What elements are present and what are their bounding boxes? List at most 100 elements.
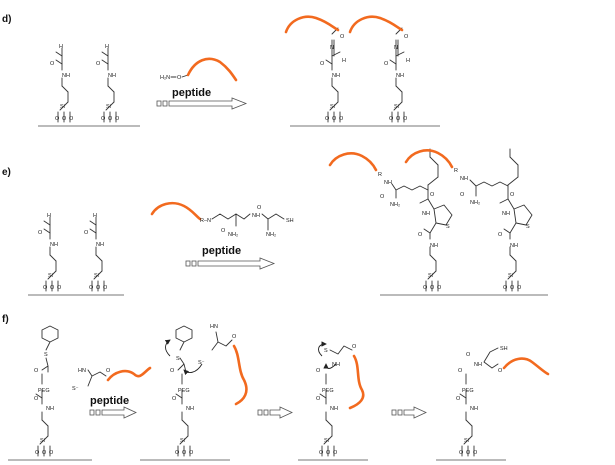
atom-label: S⁻ [198,360,205,366]
atom-label: PEG [462,388,474,394]
electron-arrow [323,363,337,369]
atom-label: O [257,205,262,211]
atom-label: HN [78,368,86,374]
atom-label: O [320,61,325,67]
panel-f: S O PEG O NH Si O O O HN S⁻ O peptide S … [8,324,550,461]
atom-label: S [44,352,48,358]
atom-label: Si [428,273,433,279]
atom-label: O [418,232,423,238]
atom-label: NH₂ [470,200,480,206]
atom-label: NH [332,362,340,368]
arrow-label: peptide [90,395,129,407]
atom-label: O [396,116,401,122]
atom-label: O [96,61,101,67]
atom-label: O [384,61,389,67]
atom-label: S [176,356,180,362]
atom-label: H [105,44,109,50]
atom-label: O [62,116,67,122]
atom-label: O [389,116,394,122]
atom-label: O [101,116,106,122]
atom-label: PEG [178,388,190,394]
atom-label: Si [464,438,469,444]
atom-label: NH [396,73,404,79]
panel-label-d: d) [2,14,11,25]
atom-label: PEG [38,388,50,394]
atom-label: O [430,285,435,291]
atom-label: O [108,116,113,122]
atom-label: O [319,450,324,456]
atom-label: Si [394,104,399,110]
atom-label: O [510,285,515,291]
peptide-chain [328,152,378,172]
atom-label: Si [94,273,99,279]
atom-label: Si [508,273,513,279]
atom-label: O [466,450,471,456]
atom-label: SH [500,346,508,352]
atom-label: R [454,168,458,174]
atom-label: NH [470,406,478,412]
atom-label: O [115,116,120,122]
electron-arrow [318,341,327,357]
atom-label: O [57,285,62,291]
atom-label: O [50,285,55,291]
electron-arrow [164,339,171,357]
atom-label: O [459,450,464,456]
atom-label: O [221,228,226,234]
benzyl-ring [41,325,59,343]
peptide-chain [186,57,238,82]
atom-label: H [93,213,97,219]
atom-label: Si [48,273,53,279]
atom-label: O [325,116,330,122]
panel-label-f: f) [2,314,9,325]
atom-label: NH [510,243,518,249]
atom-label: S [324,348,328,354]
atom-label: O [55,116,60,122]
thiazolidine-linker [419,148,453,292]
arrow-label: peptide [172,87,211,99]
atom-label: O [332,116,337,122]
atom-label: NH [62,73,70,79]
reaction-arrow [257,406,293,419]
atom-label: O [423,285,428,291]
atom-label: R [378,172,382,178]
atom-label: O [69,116,74,122]
atom-label: NH [252,213,260,219]
thiazolidine-linker [499,148,533,292]
peptide-chain [284,15,340,34]
benzyl-ring [175,325,193,343]
atom-label: O [404,34,409,40]
panel-d: H O NH Si O O O H O NH Si O O O H₂N O pe… [38,15,440,127]
atom-label: NH₂ [228,232,238,238]
atom-label: O [182,450,187,456]
electron-arrow [183,363,203,376]
atom-label: NH [50,242,58,248]
peptide-chain [348,354,365,410]
atom-label: O [170,368,175,374]
aldehyde-linker [55,47,71,123]
atom-label: O [473,450,478,456]
atom-label: O [106,368,111,374]
arrow-label: peptide [202,245,241,257]
atom-label: SH [286,218,294,224]
atom-label: NH [108,73,116,79]
atom-label: O [456,396,461,402]
atom-label: NH [502,211,510,217]
atom-label: Si [60,104,65,110]
atom-label: O [177,75,182,81]
peptide-chain [502,357,550,376]
atom-label: O [189,450,194,456]
peptide-chain [348,15,404,34]
atom-label: O [498,368,503,374]
atom-label: O [96,285,101,291]
atom-label: O [232,334,237,340]
atom-label: O [510,192,515,198]
atom-label: NH [46,406,54,412]
reaction-arrow [185,257,276,270]
panel-label-e: e) [2,167,11,178]
atom-label: NH [430,243,438,249]
atom-label: H [47,213,51,219]
atom-label: H [342,58,346,64]
atom-label: PEG [322,388,334,394]
atom-label: O [89,285,94,291]
